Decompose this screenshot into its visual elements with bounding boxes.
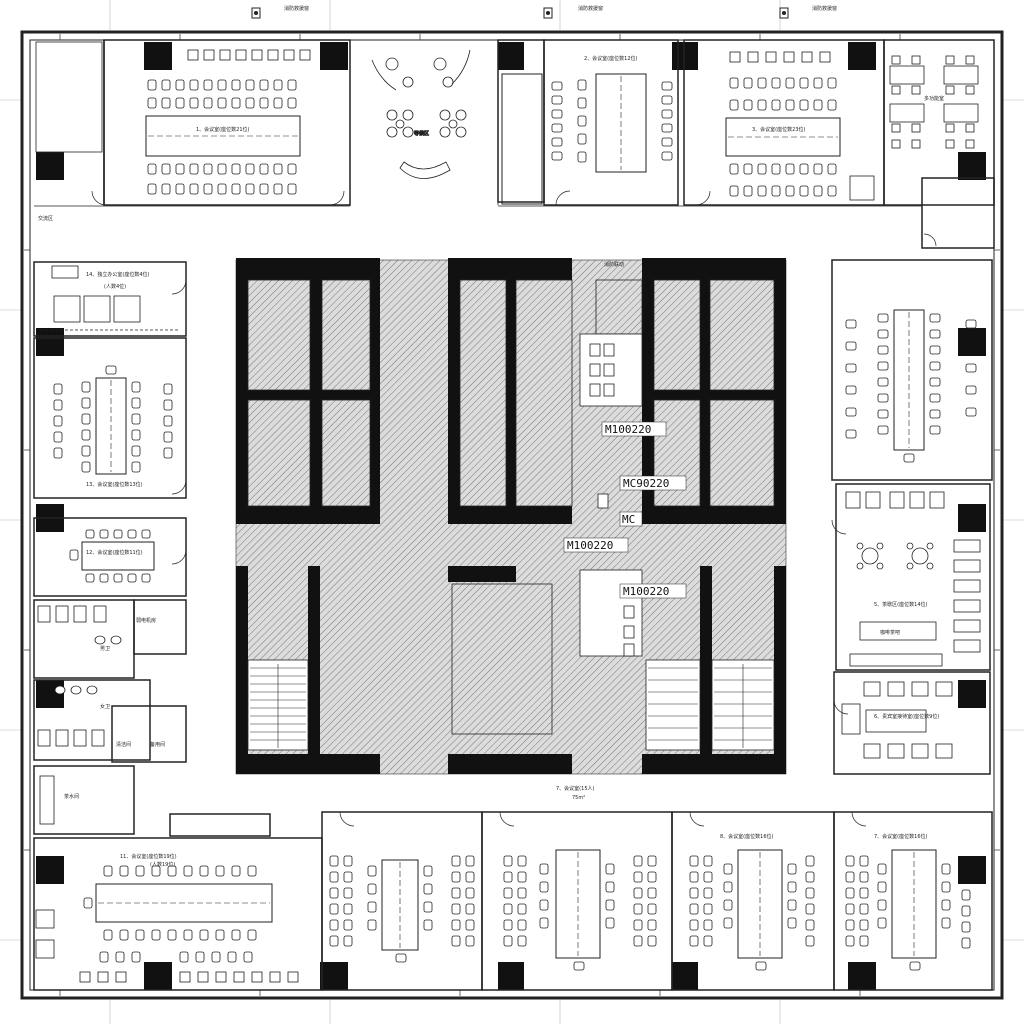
fire-rescue-windows: 消防救援窗 消防救援窗 消防救援窗 (251, 5, 837, 19)
room9-furniture: 7、会议室(座位数16位) (845, 833, 971, 971)
vip-room-furniture: 6、贵宾室接待室(座位数9位) (841, 681, 953, 759)
door-code-2: MC90220 (623, 477, 669, 490)
bottom-rooms-walls (33, 811, 993, 991)
structural-columns (36, 42, 986, 990)
fire-window-label-1: 消防救援窗 (284, 5, 309, 12)
partition-lines (34, 40, 922, 207)
door-swings (91, 190, 937, 827)
room11-furniture: 11、会议室(座位数19位) (人数19位) (35, 853, 299, 983)
room13-furniture: 13、会议室(座位数13位) (53, 365, 173, 488)
room14-sub-label: (人数4位) (104, 283, 126, 290)
tea-break-furniture: 5、茶歇区(座位数14位) 咖啡茶吧 (845, 491, 981, 667)
room3-furniture: 3、会议室(座位数23位) (725, 51, 841, 197)
multi-room-furniture: 多功能室 (849, 55, 979, 201)
room1-label: 1、会议室(座位数21位) (196, 126, 249, 133)
window-marks (24, 34, 1000, 996)
room-walls-top (103, 39, 995, 249)
right-rooms-walls (831, 259, 993, 775)
core-walls (236, 258, 786, 774)
room12-label: 12、会议室(座位数11位) (86, 549, 143, 556)
fire-window-label-3: 消防救援窗 (812, 5, 837, 12)
room2-label: 2、会议室(座位数12位) (584, 55, 637, 62)
room8-label: 8、会议室(座位数16位) (720, 833, 773, 840)
women-wc-label: 女卫 (100, 703, 110, 710)
room2-furniture: 2、会议室(座位数12位) (501, 55, 673, 205)
room14-label: 14、独立办公室(座位数4位) (86, 271, 149, 278)
waiting-area-furniture: 等候区 (371, 49, 471, 179)
vip-room-label: 6、贵宾室接待室(座位数9位) (874, 713, 939, 720)
room11-sub-label: (人数19位) (150, 861, 175, 868)
exchange-area: 交流区 (35, 41, 103, 222)
room7-area: 75m² (572, 795, 585, 801)
multi-room-label: 多功能室 (924, 95, 944, 102)
tea-room-label: 茶水间 (64, 793, 79, 800)
room8-furniture: 8、会议室(座位数16位) (689, 833, 815, 971)
room1-furniture: 1、会议室(座位数21位) (145, 49, 311, 195)
clean-room-label: 清洁间 (116, 741, 131, 748)
core-wc-fixtures (589, 343, 635, 657)
coffee-bar-label: 咖啡茶吧 (880, 629, 900, 636)
door-code-5: M100220 (623, 585, 669, 598)
tea-break-label: 5、茶歇区(座位数14位) (874, 601, 927, 608)
men-wc-label: 男卫 (100, 646, 110, 652)
door-code-3: MC (622, 513, 635, 526)
room9-label: 7、会议室(座位数16位) (874, 833, 927, 840)
waiting-label: 等候区 (414, 130, 429, 137)
bottom-mid-room-furniture (503, 849, 657, 971)
room14-furniture: 14、独立办公室(座位数4位) (人数4位) (40, 265, 180, 331)
room13-label: 13、会议室(座位数13位) (86, 481, 143, 488)
fire-window-label-2: 消防救援窗 (578, 5, 603, 12)
room11-label: 11、会议室(座位数19位) (120, 853, 177, 860)
room7-label: 7、会议室(15人) (556, 785, 594, 792)
exchange-label: 交流区 (38, 215, 53, 222)
room12-furniture: 12、会议室(座位数11位) (69, 529, 155, 583)
spare-room-label: 备用间 (150, 741, 165, 748)
right-conference-furniture (845, 309, 977, 463)
fire-link-label: 消防联动 (604, 261, 624, 268)
stairs (250, 664, 772, 748)
door-code-1: M100220 (605, 423, 651, 436)
door-codes: M100220 MC90220 MC M100220 M100220 消防联动 (563, 261, 687, 599)
room7-furniture: 7、会议室(15人) 75m² (329, 785, 594, 963)
weak-room-label: 弱电机房 (136, 617, 156, 624)
room3-label: 3、会议室(座位数23位) (752, 126, 805, 133)
washroom-fixtures: 男卫 女卫 弱电机房 清洁间 备用间 茶水间 (37, 605, 165, 825)
left-rooms-walls (33, 261, 187, 835)
door-code-4: M100220 (567, 539, 613, 552)
